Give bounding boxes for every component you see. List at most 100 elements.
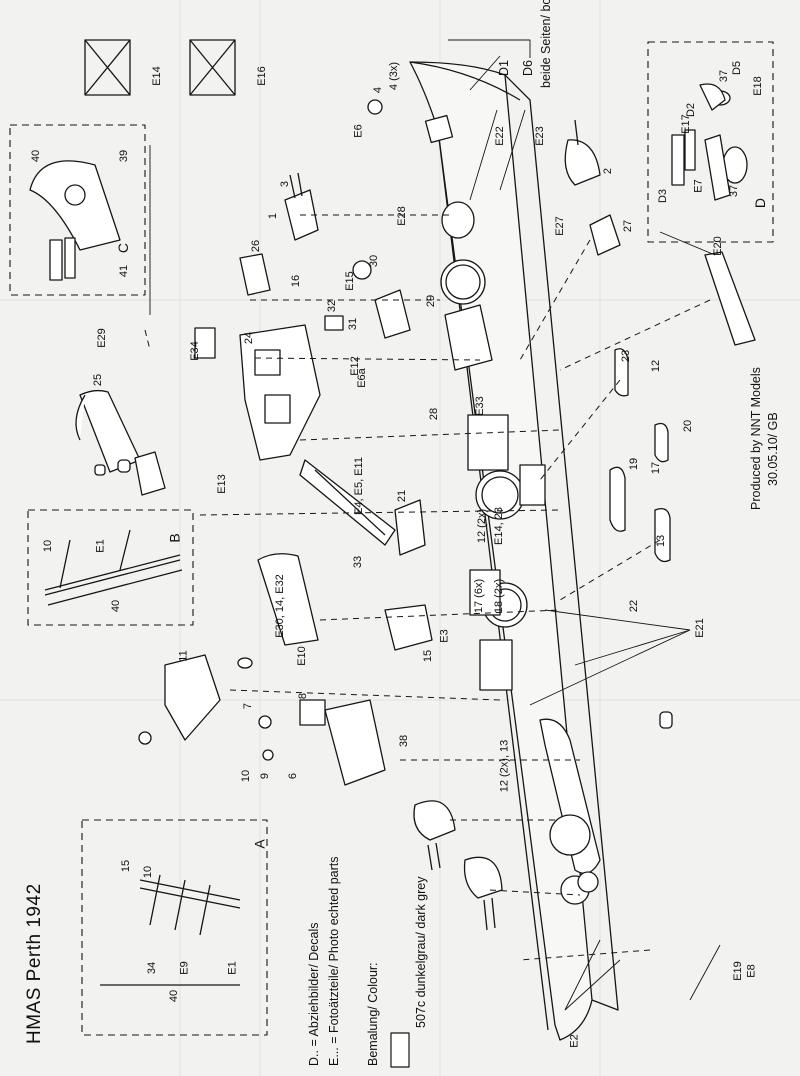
part-label-e30-14-e32: E30, 14, E32 [273,574,286,638]
part-label-22: 22 [628,599,641,613]
inset-a-drawing [100,874,241,986]
part-label-7: 7 [242,702,255,710]
callout-d6: D6 [521,60,535,76]
part-label-e14: E14 [150,66,163,86]
inset-d-part-d5: D5 [731,60,744,76]
part-label-4: 4 [372,86,385,94]
part-label-31: 31 [347,317,360,331]
parts [75,90,756,931]
part-label-6: 6 [287,772,300,780]
part-label-e2: E2 [568,1034,581,1048]
inset-c-letter: C [115,242,132,254]
part-label-e10: E10 [295,646,308,666]
callout-d1: D1 [497,60,511,76]
inset-d-part-d3: D3 [657,188,670,204]
part-label-29: 29 [425,294,438,308]
inset-c-part-41: 41 [118,264,131,278]
part-label-e28: E28 [395,206,408,226]
part-label-e15: E15 [343,271,356,291]
inset-d-part-e7: E7 [692,179,705,193]
part-label-30: 30 [368,254,381,268]
part-label-23: 23 [620,349,633,363]
inset-frames [9,41,774,1036]
callout-both-sides: beide Seiten/ both sides [539,0,553,88]
inset-c-part-39: 39 [118,149,131,163]
part-label-e16: E16 [255,66,268,86]
legend-colour-heading: Bemalung/ Colour: [366,962,380,1066]
inset-a-dim-long: 40 [168,989,181,1003]
inset-b-drawing [44,529,183,606]
part-label-21: 21 [396,489,409,503]
etched-frames [84,39,236,96]
sheet-title: HMAS Perth 1942 [24,883,45,1044]
inset-b-dim-a: 10 [42,539,55,553]
part-label-38: 38 [398,734,411,748]
inset-c-part-40: 40 [30,149,43,163]
leader-lines [149,39,721,1011]
part-label-11: 11 [177,650,190,662]
inset-a-part-34: 34 [146,961,159,975]
part-label-12-2x: 12 (2x) [476,508,489,544]
part-label-e22: E22 [493,126,506,146]
part-label-32: 32 [326,299,339,313]
part-label-25: 25 [92,373,105,387]
part-label-e23: E23 [533,126,546,146]
part-label-e6: E6 [352,124,365,138]
part-label-e13: E13 [215,474,228,494]
part-label-e19: E19 [731,961,744,981]
part-label-17: 17 [650,461,663,475]
inset-c-drawing [29,160,121,281]
part-label-13: 13 [655,534,668,548]
part-label-19: 19 [628,457,641,471]
part-label-4-3x: 4 (3x) [388,61,401,91]
part-label-1: 1 [267,212,280,220]
inset-d-frame [647,41,774,243]
inset-d-part-e17: E17 [679,114,692,134]
part-label-e8: E8 [745,964,758,978]
part-label-20: 20 [682,419,695,433]
inset-a-letter: A [251,839,268,849]
part-label-e6a: E6a [355,368,368,388]
part-label-e29: E29 [95,328,108,348]
inset-a-part-e9: E9 [178,961,191,975]
part-label-e3: E3 [438,629,451,643]
inset-b-letter: B [166,533,183,543]
part-label-12-2x-13: 12 (2x), 13 [498,739,511,793]
inset-a-part-e1: E1 [226,961,239,975]
inset-b-frame [27,509,194,626]
inset-d-drawing [684,83,731,201]
part-label-e21: E21 [693,618,706,638]
legend-photoetched: E... = Fotoätzteile/ Photo echted parts [327,856,341,1067]
part-label-e27: E27 [553,216,566,236]
inset-d-part-d2: D2 [685,102,698,118]
part-label-15: 15 [422,649,435,663]
colour-swatch [390,1032,410,1068]
inset-d-part-37a: 37 [718,69,731,83]
inset-d-part-e18: E18 [751,76,764,96]
part-label-e4-e5-e11: E4, E5, E11 [352,457,365,515]
part-label-10: 10 [240,769,253,783]
inset-b-dim-long: 40 [110,599,123,613]
inset-a-dim-b: 10 [142,865,155,879]
legend-colour-item: 507c dunkelgrau/ dark grey [414,876,428,1028]
part-label-18-2x: 18 (2x) [493,578,506,614]
inset-d-part-37b: 37 [728,184,741,198]
legend-decals: D.. = Abziehbilder/ Decals [307,922,321,1066]
part-label-27: 27 [622,219,635,233]
part-label-16: 16 [290,274,303,288]
part-label-9: 9 [259,772,272,780]
assembly-guides [144,214,711,961]
part-label-3: 3 [279,180,292,188]
part-label-e20: E20 [711,236,724,256]
inset-d-letter: D [752,197,769,209]
credit-date: 30.05.10/ GB [766,412,780,486]
inset-c-frame [9,124,146,296]
part-label-e34: E34 [188,341,201,361]
inset-a-dim-a: 15 [120,859,133,873]
hull-fittings [440,201,601,905]
part-label-24: 24 [243,331,256,345]
producer-credit: Produced by NNT Models [749,367,763,510]
part-label-2: 2 [602,167,615,175]
